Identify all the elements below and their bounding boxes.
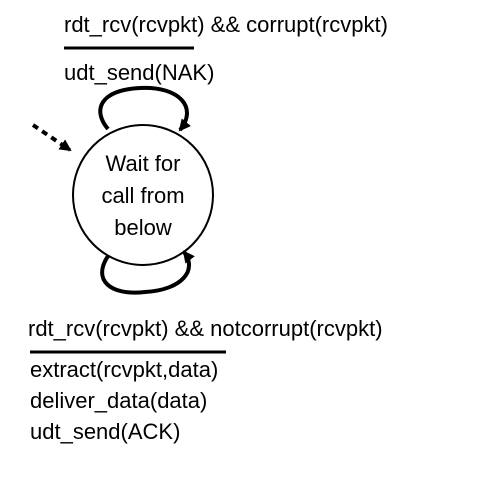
state-label-line-3: below: [114, 215, 172, 240]
top-transition-event: rdt_rcv(rcvpkt) && corrupt(rcvpkt): [64, 12, 388, 37]
state-label-line-1: Wait for: [106, 151, 181, 176]
bottom-self-loop-arrow: [100, 250, 195, 295]
initial-state-arrow: [31, 123, 72, 152]
bottom-transition-action-3: udt_send(ACK): [30, 419, 180, 444]
top-self-loop-arrow: [98, 85, 191, 132]
bottom-transition-action-2: deliver_data(data): [30, 388, 207, 413]
bottom-transition-action-1: extract(rcvpkt,data): [30, 357, 218, 382]
state-wait-for-call-from-below: [72, 124, 214, 266]
state-label-line-2: call from: [101, 183, 184, 208]
top-transition-action: udt_send(NAK): [64, 60, 214, 85]
bottom-transition-event: rdt_rcv(rcvpkt) && notcorrupt(rcvpkt): [28, 316, 383, 341]
